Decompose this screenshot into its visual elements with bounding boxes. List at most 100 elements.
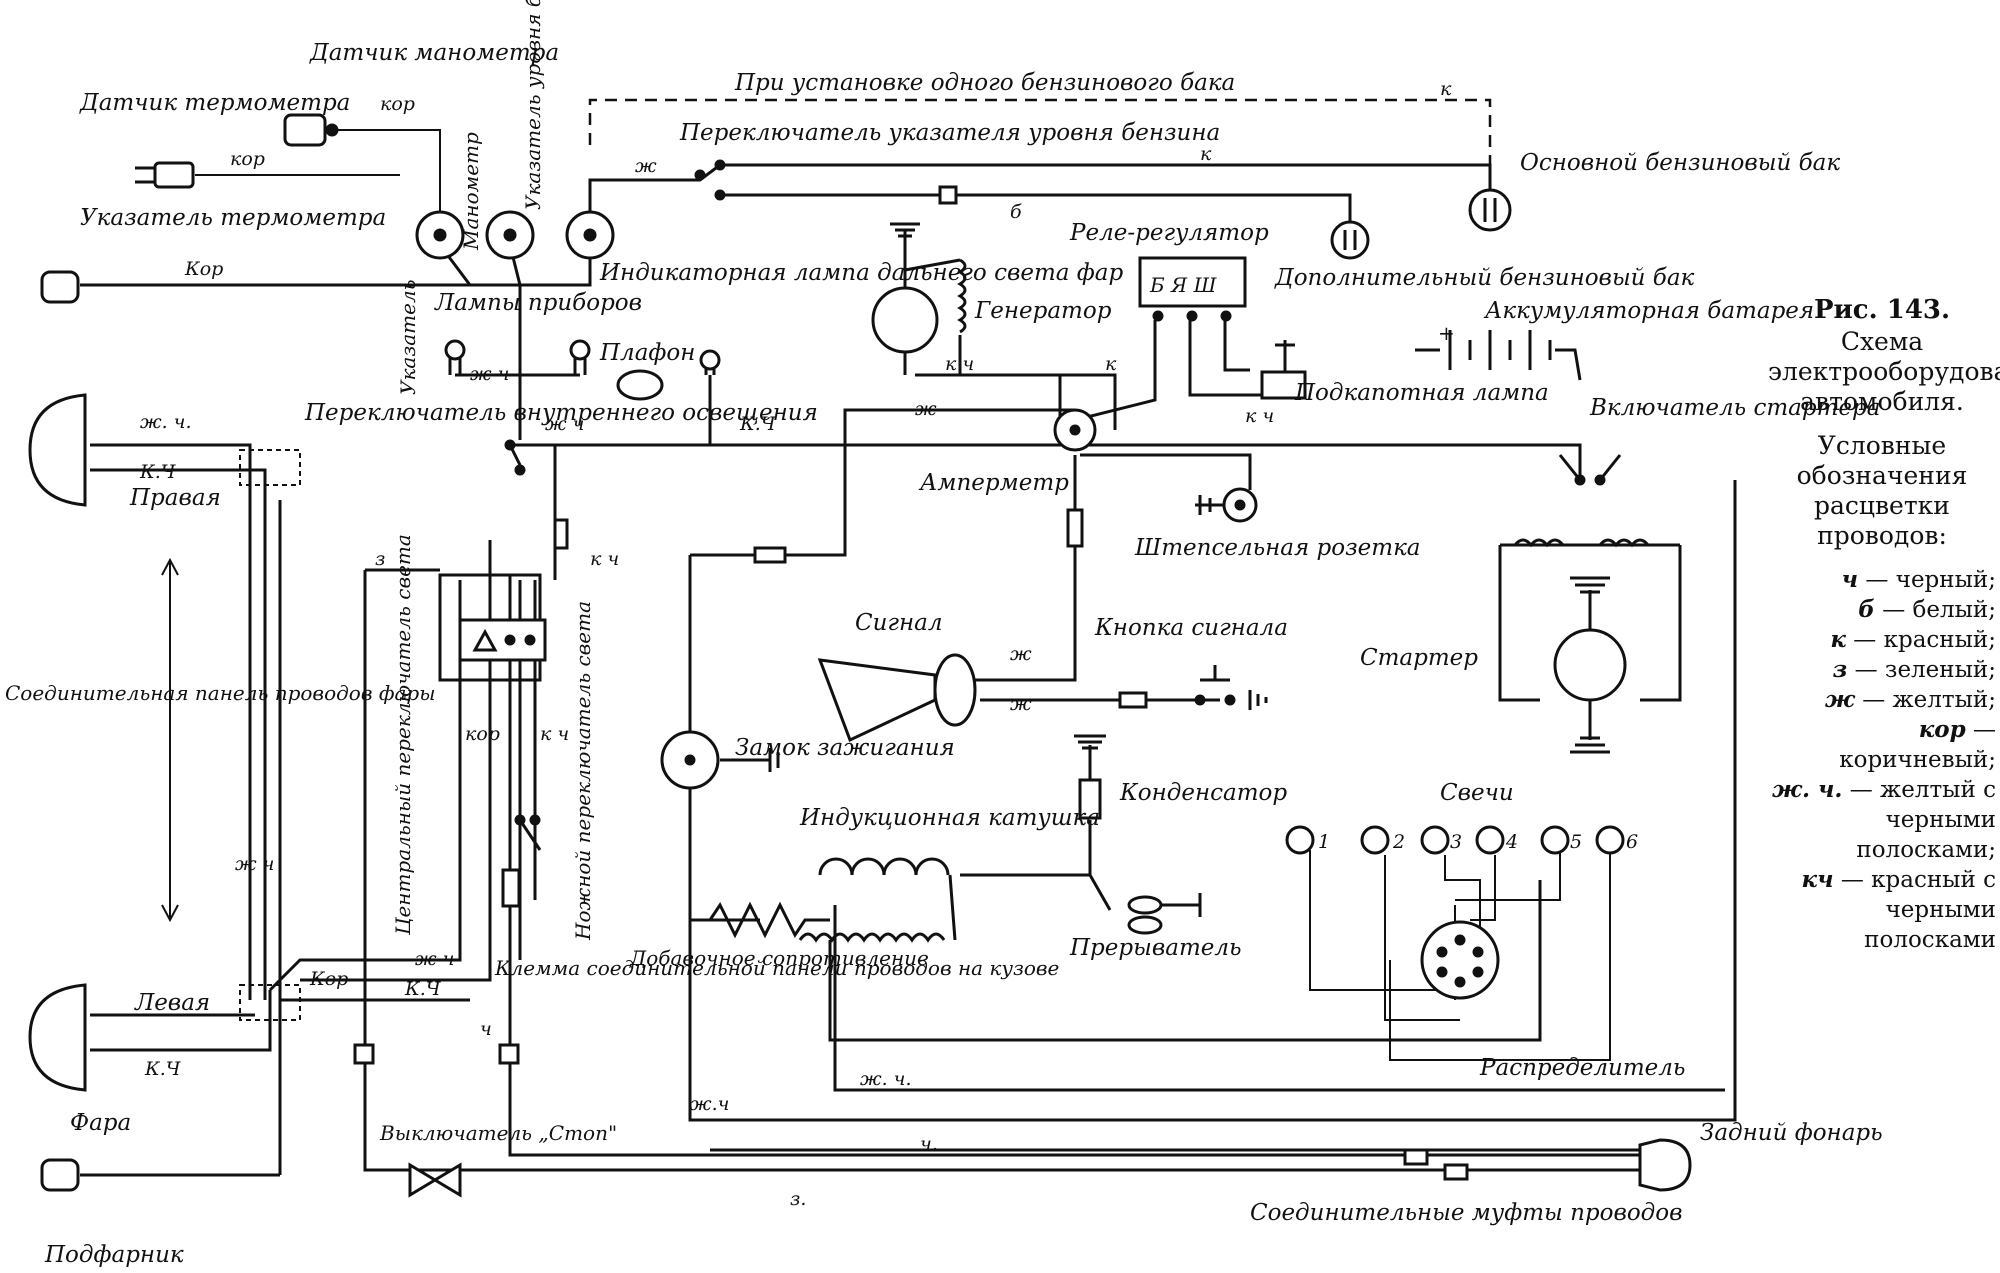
breaker-label: Прерыватель bbox=[1069, 935, 1242, 961]
relay-terminals-label: Б Я Ш bbox=[1149, 273, 1218, 297]
socket-icon bbox=[1195, 487, 1258, 523]
pressure-sensor-label: Датчик манометра bbox=[309, 40, 559, 66]
temperature-gauge-label: Указатель термометра bbox=[80, 205, 386, 231]
hood-lamp-icon bbox=[1260, 340, 1307, 400]
legend-key: б bbox=[1858, 596, 1875, 623]
legend-key: к bbox=[1830, 626, 1846, 653]
legend-item: ж — желтый; bbox=[1768, 685, 1996, 715]
instrument-lamps-label: Лампы приборов bbox=[434, 290, 642, 316]
fuse-icon bbox=[1066, 508, 1084, 548]
spark-plug-icon bbox=[1360, 825, 1390, 855]
wire-code: з bbox=[375, 548, 385, 570]
connection-panel-label: Соединительная панель проводов фары bbox=[5, 681, 436, 705]
wire-code: кор bbox=[465, 723, 500, 745]
temperature-sensor-label: Датчик термометра bbox=[79, 90, 350, 116]
body-terminal-label: Клемма соединительной панели проводов на… bbox=[494, 956, 1059, 980]
additional-tank-label: Дополнительный бензиновый бак bbox=[1274, 265, 1695, 291]
socket-label: Штепсельная розетка bbox=[1134, 535, 1421, 561]
interior-switch-label: Переключатель внутреннего освещения bbox=[304, 400, 818, 426]
wire-code: ж ч bbox=[470, 363, 509, 385]
starter-switch-icon bbox=[1558, 454, 1622, 486]
horn-icon bbox=[817, 653, 977, 743]
wire-color-legend: ч — черный; б — белый; к — красный; з — … bbox=[1768, 565, 1996, 955]
wire-code: ж bbox=[1010, 643, 1032, 665]
wire-code: Кор bbox=[184, 258, 223, 280]
starter-label: Стартер bbox=[1360, 645, 1478, 671]
wire-code: ж bbox=[635, 155, 657, 177]
spark-plugs-label: Свечи bbox=[1440, 780, 1514, 806]
wire-code: ж.ч bbox=[690, 1093, 729, 1115]
legend-key: кор bbox=[1918, 716, 1966, 743]
horn-label: Сигнал bbox=[855, 610, 943, 636]
relay-regulator-icon: Б Я Ш bbox=[1138, 256, 1247, 322]
wire-code: К.Ч bbox=[144, 1058, 182, 1080]
relay-regulator-label: Реле-регулятор bbox=[1069, 220, 1269, 246]
rear-lamp-label: Задний фонарь bbox=[1700, 1120, 1883, 1146]
breaker-icon bbox=[1127, 893, 1202, 935]
central-switch-label: Центральный переключатель света bbox=[391, 534, 415, 936]
generator-icon bbox=[871, 222, 967, 375]
wire-code: ж. ч. bbox=[140, 411, 192, 433]
figure-title: Схема электрооборудования автомобиля. bbox=[1768, 327, 2000, 416]
wire-code: к bbox=[1105, 353, 1117, 375]
wire-code: Кор bbox=[309, 968, 348, 990]
stop-switch-icon bbox=[408, 1162, 462, 1198]
right-label: Правая bbox=[129, 485, 221, 511]
fuel-gauge-label: Указатель уровня бензина bbox=[521, 0, 545, 210]
components: Б Я Ш + bbox=[28, 113, 1692, 1198]
wire-code: ж bbox=[1010, 693, 1032, 715]
spark-plug-number: 3 bbox=[1450, 831, 1462, 853]
legend-key: ч bbox=[1841, 566, 1859, 593]
main-tank-label: Основной бензиновый бак bbox=[1520, 150, 1840, 176]
parking-lamp-top-icon bbox=[40, 270, 80, 304]
spark-plug-number: 6 bbox=[1626, 831, 1638, 853]
fuel-gauge-icon bbox=[565, 210, 615, 260]
dome-light-label: Плафон bbox=[599, 340, 695, 366]
stop-switch-label: Выключатель „Стоп" bbox=[379, 1121, 617, 1145]
pressure-gauge-icon bbox=[485, 210, 535, 260]
figure-number: Рис. 143. bbox=[1813, 295, 1951, 325]
spark-plug-number: 1 bbox=[1318, 831, 1330, 853]
single-tank-note: При установке одного бензинового бака bbox=[734, 70, 1235, 96]
wire-code: ч. bbox=[920, 1133, 938, 1155]
wire-code: кор bbox=[230, 148, 265, 170]
terminal-icon bbox=[353, 1043, 375, 1065]
legend-text: — белый; bbox=[1882, 597, 1996, 623]
wire-code: з. bbox=[790, 1188, 806, 1210]
legend-text: — желтый; bbox=[1862, 687, 1996, 713]
hood-lamp-label: Подкапотная лампа bbox=[1294, 380, 1549, 406]
ammeter-icon bbox=[1053, 408, 1097, 452]
wire-code: к ч bbox=[945, 353, 974, 375]
interior-light-switch-icon bbox=[504, 439, 526, 476]
legend-item: кч — красный с черными полосками bbox=[1768, 865, 1997, 955]
main-fuel-tank-icon bbox=[1468, 188, 1512, 232]
resistor-icon bbox=[690, 901, 830, 939]
legend-key: з bbox=[1832, 656, 1848, 683]
indicator-vert-label: Указатель bbox=[396, 279, 420, 395]
legend-title: Условные обозначения расцветки проводов: bbox=[1796, 431, 1968, 550]
wire-code: к ч bbox=[1245, 405, 1274, 427]
wire-code: ч bbox=[480, 1018, 492, 1040]
wire-code: ж ч bbox=[545, 413, 584, 435]
legend-text: — коричневый; bbox=[1839, 717, 1996, 773]
battery-label: Аккумуляторная батарея bbox=[1483, 298, 1814, 324]
ammeter-label: Амперметр bbox=[918, 470, 1069, 496]
legend-key: кч bbox=[1801, 866, 1834, 893]
connector-sleeve-icon bbox=[1403, 1148, 1429, 1166]
parking-lamp-label: Подфарник bbox=[44, 1242, 184, 1268]
additional-fuel-tank-icon bbox=[1330, 220, 1370, 260]
spark-plug-number: 4 bbox=[1505, 831, 1518, 853]
right-connection-panel bbox=[239, 449, 301, 486]
wire-code: ж. ч. bbox=[860, 1068, 912, 1090]
battery-icon: + bbox=[1415, 321, 1582, 381]
wire-code: к ч bbox=[590, 548, 619, 570]
left-connection-panel bbox=[239, 984, 301, 1021]
horn-button-icon bbox=[1118, 665, 1268, 710]
temperature-sensor-icon bbox=[135, 161, 195, 189]
foot-switch-label: Ножной переключатель света bbox=[571, 601, 595, 941]
spark-plug-icon bbox=[1540, 825, 1570, 855]
pressure-sensor-icon bbox=[283, 113, 339, 147]
fuel-gauge-switch-icon bbox=[694, 159, 958, 205]
distributor-icon bbox=[1420, 920, 1500, 1000]
